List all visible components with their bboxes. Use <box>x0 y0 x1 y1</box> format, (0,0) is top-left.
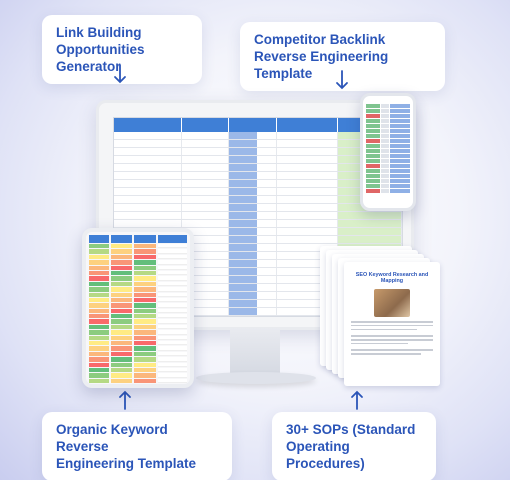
link-building-callout: Link Building Opportunities Generator <box>42 15 202 84</box>
backlink-sheet <box>363 96 413 201</box>
phone-device <box>360 93 416 211</box>
arrow-down-icon <box>336 70 348 90</box>
competitor-backlink-callout: Competitor Backlink Reverse Engineering … <box>240 22 445 91</box>
sop-document-title: SEO Keyword Research and Mapping <box>355 272 429 284</box>
monitor-stand <box>230 328 280 376</box>
arrow-up-icon <box>351 390 363 410</box>
sop-document-image <box>374 289 410 317</box>
arrow-down-icon <box>114 64 126 84</box>
sops-callout: 30+ SOPs (Standard Operating Procedures) <box>272 412 436 480</box>
organic-keyword-callout: Organic Keyword Reverse Engineering Temp… <box>42 412 232 480</box>
keyword-heatmap-sheet <box>86 232 190 384</box>
sop-document: SEO Keyword Research and Mapping <box>344 262 440 386</box>
arrow-up-icon <box>119 390 131 410</box>
monitor-base <box>196 372 316 384</box>
tablet-device <box>82 228 194 388</box>
